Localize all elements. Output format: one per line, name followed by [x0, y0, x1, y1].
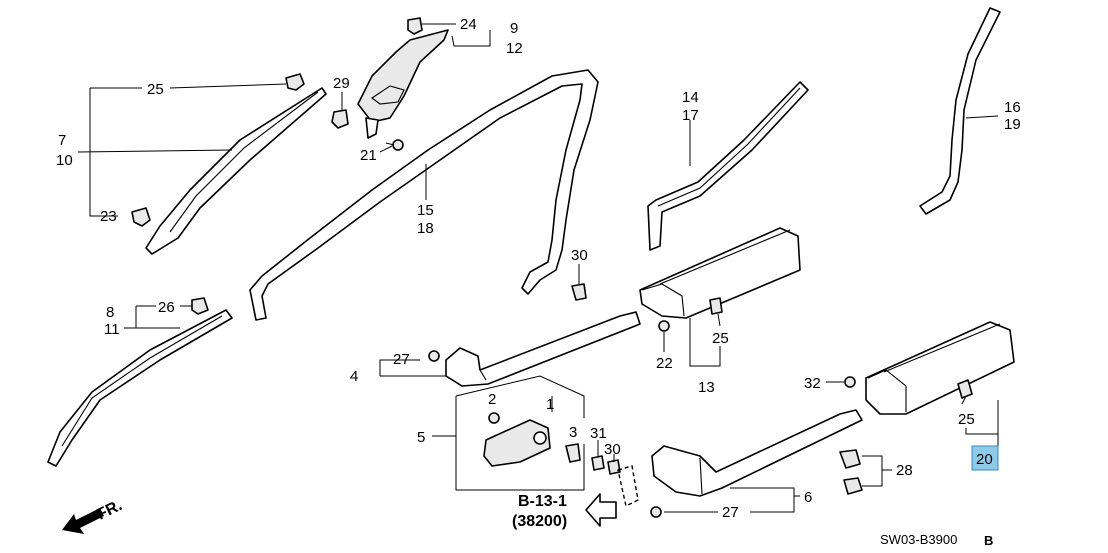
clip-25-a [285, 73, 305, 91]
label-14: 14 [682, 89, 699, 106]
label-7: 7 [58, 132, 66, 149]
reference-section: B-13-1 [518, 493, 567, 510]
reference-part-number: (38200) [512, 513, 567, 530]
clip-30-a [571, 283, 587, 301]
label-25c: 25 [958, 411, 975, 428]
label-13: 13 [698, 379, 715, 396]
label-31: 31 [590, 425, 607, 442]
label-26: 26 [158, 299, 175, 316]
leader-lines [77, 23, 999, 513]
label-30a: 30 [571, 247, 588, 264]
label-23: 23 [100, 208, 117, 225]
diagram-code: SW03-B3900 [880, 532, 957, 547]
label-8: 8 [106, 304, 114, 321]
label-3: 3 [569, 424, 577, 441]
diagram-code-suffix: B [984, 533, 993, 548]
clip-29 [331, 109, 349, 129]
sill-seal [617, 465, 639, 508]
clip-25-c [957, 379, 973, 399]
label-19: 19 [1004, 116, 1021, 133]
label-6: 6 [804, 489, 812, 506]
label-24: 24 [460, 16, 477, 33]
clip-25-b [709, 297, 723, 315]
label-2: 2 [488, 391, 496, 408]
front-kick-panel [639, 227, 801, 319]
label-12: 12 [506, 40, 523, 57]
label-15: 15 [417, 202, 434, 219]
label-22: 22 [656, 355, 673, 372]
front-direction-label: FR. [94, 497, 125, 524]
rear-door-weatherstrip [647, 81, 809, 251]
label-4: 4 [350, 368, 358, 385]
highlight-box-20 [971, 445, 999, 471]
bolt-27-a [428, 350, 440, 362]
bolt-22 [658, 320, 670, 332]
rear-kick-panel [865, 321, 1015, 415]
label-10: 10 [56, 152, 73, 169]
label-18: 18 [417, 220, 434, 237]
label-1: 1 [546, 396, 554, 413]
label-25a: 25 [147, 81, 164, 98]
front-side-sill [445, 311, 641, 387]
part-labels: 25 7 10 23 24 9 12 29 21 15 18 14 17 16 … [56, 16, 1021, 521]
clip-23 [131, 207, 151, 227]
bolt-2 [488, 412, 500, 424]
clip-28-a [839, 449, 861, 469]
b-pillar-upper-garnish [357, 29, 449, 123]
reference-arrow [585, 493, 617, 527]
label-17: 17 [682, 107, 699, 124]
a-pillar-garnish [145, 87, 327, 255]
bolt-32 [844, 376, 856, 388]
label-9: 9 [510, 20, 518, 37]
screw-21 [392, 139, 404, 151]
label-32: 32 [804, 375, 821, 392]
rear-side-sill [651, 409, 863, 497]
label-16: 16 [1004, 99, 1021, 116]
clip-31 [591, 455, 605, 471]
clip-3 [565, 443, 581, 463]
label-11: 11 [104, 321, 120, 338]
clip-30-b [607, 459, 621, 475]
front-door-weatherstrip [249, 69, 599, 321]
label-25b: 25 [712, 330, 729, 347]
label-27a: 27 [393, 351, 410, 368]
clip-28-b [843, 477, 863, 495]
label-30b: 30 [604, 441, 621, 458]
label-29: 29 [333, 75, 350, 92]
clip-24 [407, 17, 423, 35]
rear-pillar-weatherstrip [919, 7, 1001, 215]
clip-26 [191, 297, 209, 315]
label-27b: 27 [722, 504, 739, 521]
bolt-27-b [650, 506, 662, 518]
front-direction-arrow [62, 508, 104, 534]
label-5: 5 [417, 429, 425, 446]
sill-bracket [483, 419, 551, 467]
lower-pillar-trim [47, 309, 233, 467]
label-20: 20 [976, 451, 993, 468]
label-28: 28 [896, 462, 913, 479]
label-21: 21 [360, 147, 377, 164]
